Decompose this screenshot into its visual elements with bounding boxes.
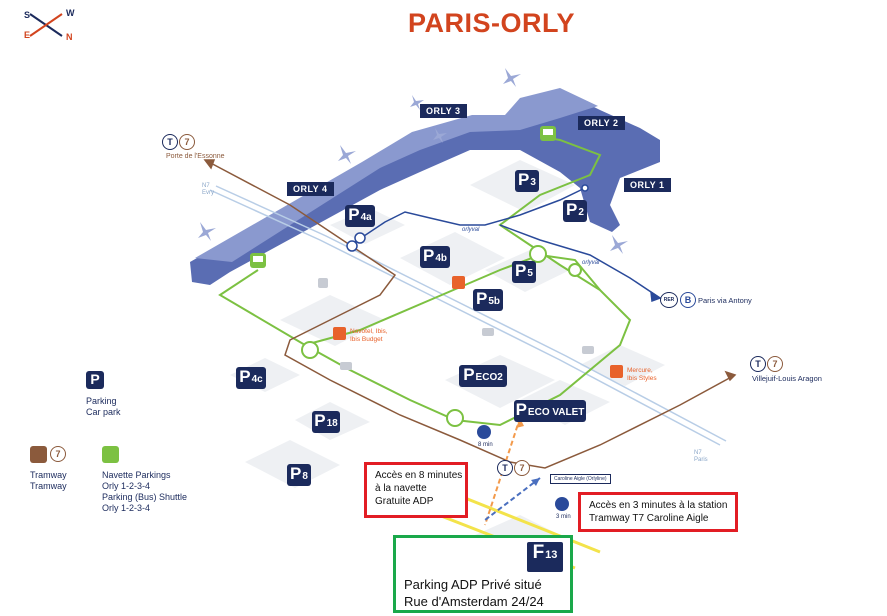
legend-tram-icon — [30, 446, 47, 463]
walk-path-tram — [484, 477, 541, 521]
car-icon — [582, 346, 594, 354]
hotel-novotel-label: Novotel, Ibis, Ibis Budget — [350, 328, 388, 343]
terminal-orly-1: ORLY 1 — [624, 178, 671, 192]
villejuif-label: Villejuif-Louis Aragon — [752, 374, 822, 383]
n7-road — [209, 185, 727, 446]
compass-icon — [29, 13, 63, 37]
terminal-roofs — [195, 88, 598, 262]
fuel-station-icon — [452, 276, 465, 289]
orlyval-label-2: orlyval — [582, 260, 600, 266]
n7-evry-label: N7 Evry — [202, 183, 214, 196]
legend-tram-label: Tramway Tramway — [30, 470, 67, 491]
shuttle-route — [218, 137, 632, 427]
legend-tram-number-icon: 7 — [50, 446, 66, 462]
legend-parking-icon: P — [86, 371, 104, 389]
orlyval-label: orlyval — [462, 227, 480, 233]
tram-badge-porte-essonne: T 7 — [162, 134, 195, 150]
caroline-aigle-badge: Caroline Aigle (Orlyline) — [550, 474, 611, 484]
legend-shuttle-icon — [102, 446, 119, 463]
tram-route — [203, 159, 737, 469]
callout-navette: Accès en 8 minutes à la navette Gratuite… — [364, 462, 468, 518]
compass-south: S — [24, 10, 31, 20]
porte-essonne-label: Porte de l'Essonne — [166, 153, 225, 160]
terminal-orly-3: ORLY 3 — [420, 104, 467, 118]
tram-badge-villejuif: T 7 — [750, 356, 783, 372]
cyclist-icon — [318, 278, 328, 288]
car-icon — [482, 328, 494, 336]
walk-icon — [477, 425, 569, 511]
n7-paris-label: N7 Paris — [694, 450, 708, 463]
compass-north: N — [66, 32, 73, 42]
airplane-icons — [198, 68, 628, 254]
compass-west: W — [66, 8, 75, 18]
shuttle-stop-icons — [250, 126, 556, 268]
callout-tram: Accès en 3 minutes à la station Tramway … — [578, 492, 738, 532]
walk-arrow-tram — [531, 478, 540, 486]
orlyval-route — [346, 184, 662, 303]
car-icon — [340, 362, 352, 370]
terminal-orly-2: ORLY 2 — [578, 116, 625, 130]
compass-east: E — [24, 30, 31, 40]
rer-badge: RER B Paris via Antony — [660, 292, 752, 308]
map-title: PARIS-ORLY — [408, 8, 576, 38]
hotel-mercure-label: Mercure, Ibis Styles — [627, 367, 657, 382]
legend-parking-label: Parking Car park — [86, 396, 121, 417]
walk-arrow-navette — [516, 418, 524, 428]
walk-time-3: 3 min — [556, 514, 571, 520]
tram-badge-caroline-aigle: T 7 — [497, 460, 530, 476]
terminal-orly-4: ORLY 4 — [287, 182, 334, 196]
hotel-icon — [333, 327, 346, 340]
legend-shuttle-label: Navette Parkings Orly 1-2-3-4 Parking (B… — [102, 470, 188, 513]
hotel-icon — [610, 365, 623, 378]
walk-time-8: 8 min — [478, 442, 493, 448]
